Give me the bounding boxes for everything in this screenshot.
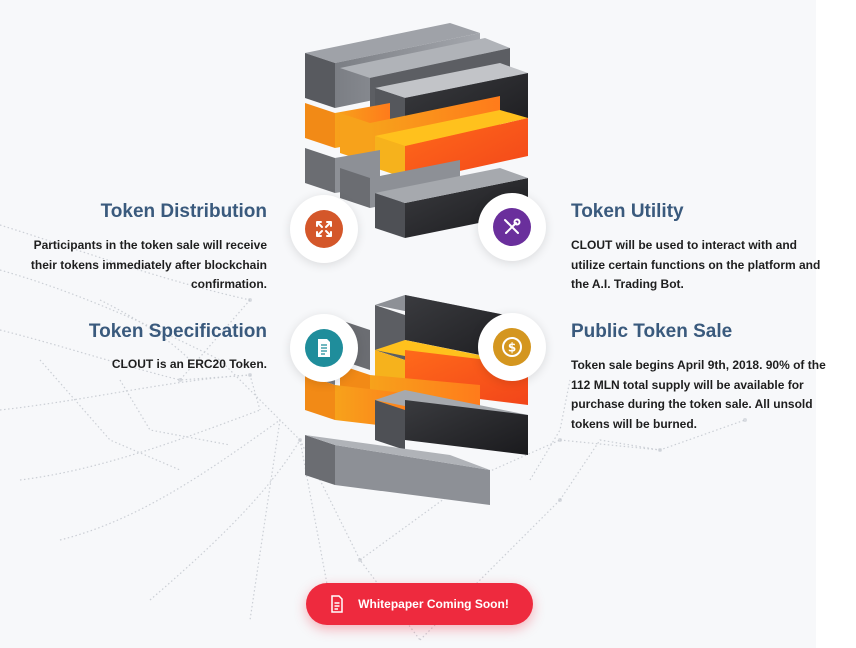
document-icon: [331, 595, 343, 613]
text-line: their tokens immediately after blockchai…: [30, 257, 267, 272]
page-gutter: [816, 0, 856, 648]
text-line: the A.I. Trading Bot.: [571, 277, 684, 291]
whitepaper-button-label: Whitepaper Coming Soon!: [358, 597, 509, 611]
public-token-sale-text: Token sale begins April 9th, 2018. 90% o…: [571, 356, 831, 434]
token-specification-text: CLOUT is an ERC20 Token.: [7, 355, 267, 375]
text-line: confirmation.: [190, 277, 267, 291]
token-distribution-icon-badge: [290, 195, 358, 263]
text-line: purchase during the token sale. All unso…: [571, 397, 813, 411]
public-token-sale-icon-badge: $: [478, 313, 546, 381]
token-distribution-text: Participants in the token sale will rece…: [7, 236, 267, 295]
token-distribution-title: Token Distribution: [100, 201, 267, 222]
public-token-sale-icon-disc: $: [493, 328, 531, 366]
text-line: CLOUT will be used to interact with and: [571, 238, 798, 252]
token-utility-icon-badge: [478, 193, 546, 261]
token-blocks-top-illustration: [305, 23, 528, 238]
token-specification-icon-disc: [305, 329, 343, 367]
token-utility-icon-disc: [493, 208, 531, 246]
token-specification-icon-badge: [290, 314, 358, 382]
tools-icon: [504, 218, 521, 234]
text-line: tokens will be burned.: [571, 416, 698, 431]
coin-dollar-icon: $: [502, 337, 522, 357]
token-utility-text: CLOUT will be used to interact with and …: [571, 236, 831, 295]
public-token-sale-title: Public Token Sale: [571, 321, 733, 342]
svg-text:$: $: [508, 341, 516, 355]
token-distribution-icon-disc: [305, 210, 343, 248]
text-line: utilize certain functions on the platfor…: [571, 257, 821, 272]
document-icon: [318, 339, 330, 357]
text-line: CLOUT is an ERC20 Token.: [111, 357, 267, 371]
token-utility-title: Token Utility: [571, 201, 684, 222]
text-line: Token sale begins April 9th, 2018. 90% o…: [571, 358, 826, 372]
whitepaper-coming-soon-button[interactable]: Whitepaper Coming Soon!: [306, 583, 533, 625]
token-specification-title: Token Specification: [88, 321, 267, 342]
arrows-icon: [316, 221, 332, 237]
text-line: 112 MLN total supply will be available f…: [571, 377, 804, 392]
text-line: Participants in the token sale will rece…: [33, 238, 267, 252]
token-blocks-bottom-illustration: [305, 295, 530, 505]
